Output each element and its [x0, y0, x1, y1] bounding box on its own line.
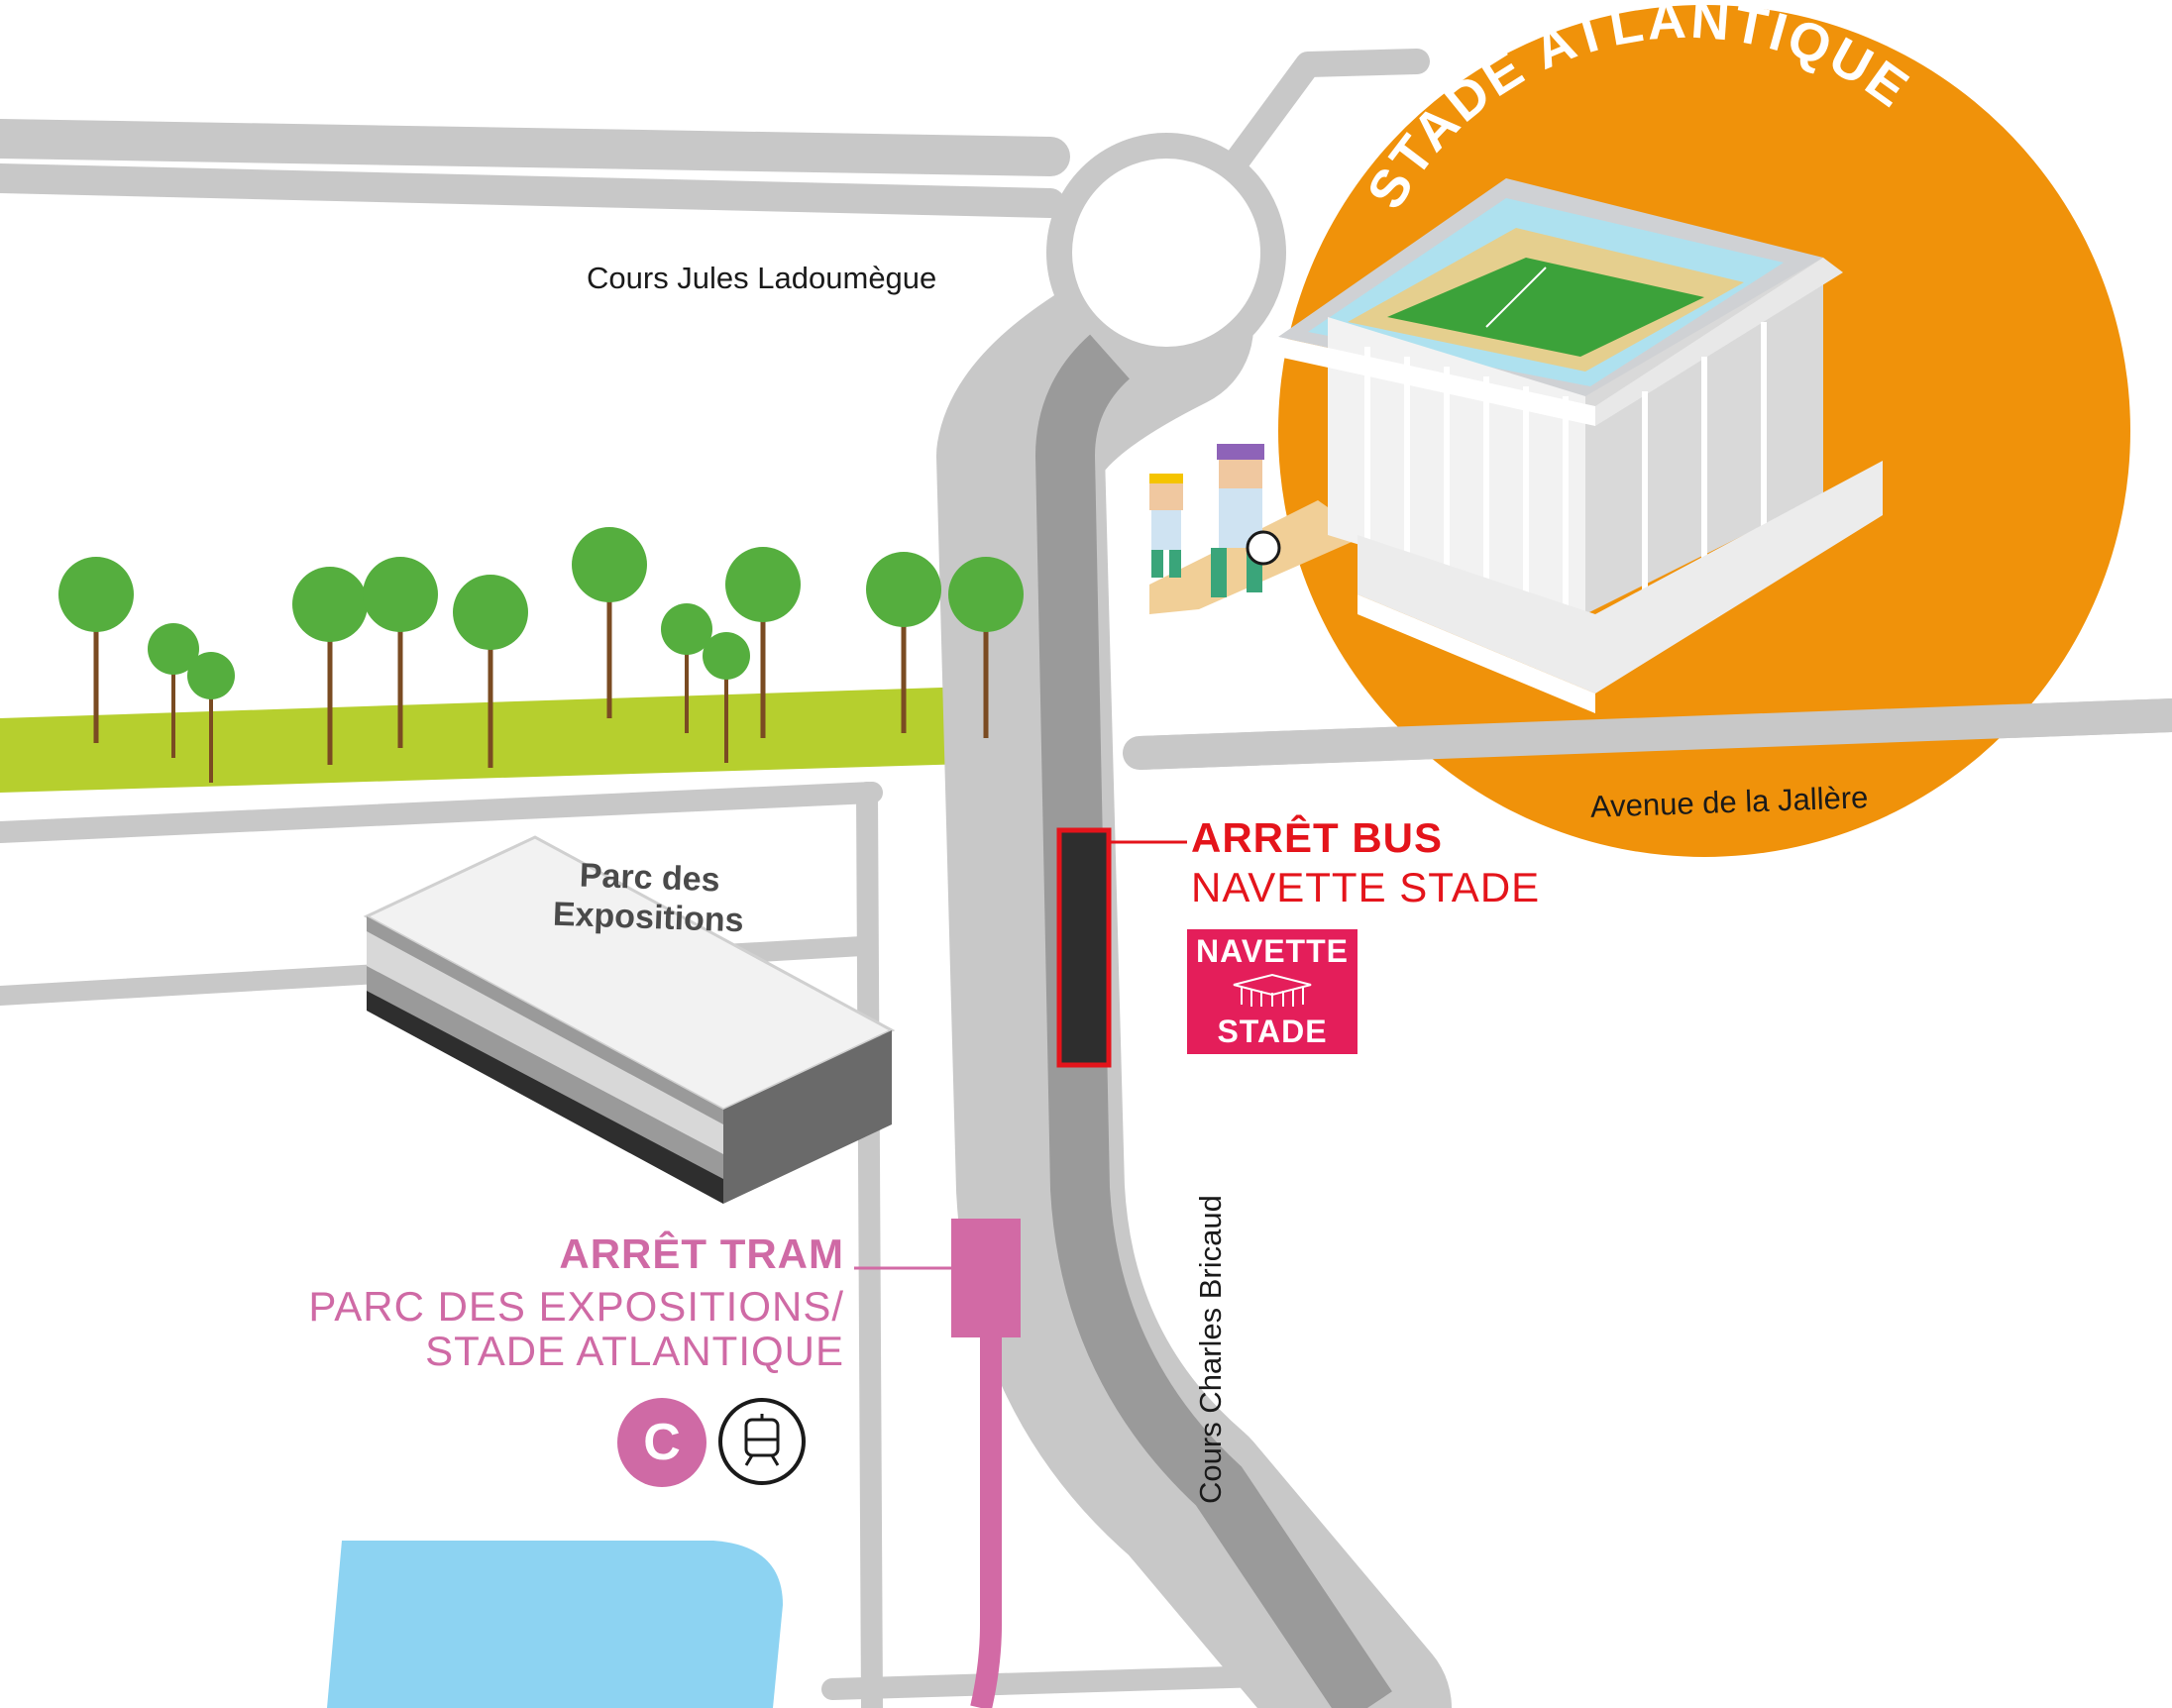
bus-stop-marker [1056, 827, 1112, 1068]
navette-stade-badge: NAVETTE STADE [1187, 929, 1358, 1054]
shuttle-lane [1034, 334, 1392, 1708]
tram-stop-subtitle-1: PARC DES EXPOSITIONS/ [308, 1283, 844, 1330]
trees [58, 527, 1024, 783]
tram-stop-title: ARRÊT TRAM [559, 1230, 844, 1277]
park-grass [0, 686, 1003, 793]
tram-stop-subtitle-2: STADE ATLANTIQUE [425, 1328, 844, 1374]
stadium-building [1278, 178, 1883, 713]
road-avenue-jallere [1139, 698, 2172, 770]
water-basin [327, 1541, 783, 1708]
tram-icon [718, 1398, 806, 1485]
roundabout [1046, 133, 1286, 373]
pedestrians-illustration [1149, 444, 1281, 597]
expo-label-line2: Expositions [552, 895, 745, 940]
street-label-main: Cours Charles Bricaud [1193, 1195, 1228, 1504]
badge-line1: NAVETTE [1196, 933, 1349, 969]
expo-building [363, 835, 896, 1204]
tram-line-c-badge: C [617, 1398, 706, 1487]
stadium-icon [1233, 973, 1312, 1007]
bus-stop-subtitle: NAVETTE STADE [1191, 864, 1541, 910]
expo-label: Parc des Expositions [529, 854, 770, 941]
street-label-north: Cours Jules Ladoumègue [587, 261, 937, 295]
bus-stop-title: ARRÊT BUS [1191, 814, 1444, 861]
badge-line2: STADE [1217, 1014, 1328, 1049]
tram-platform [951, 1219, 1021, 1337]
tram-line-c [970, 1328, 1002, 1708]
